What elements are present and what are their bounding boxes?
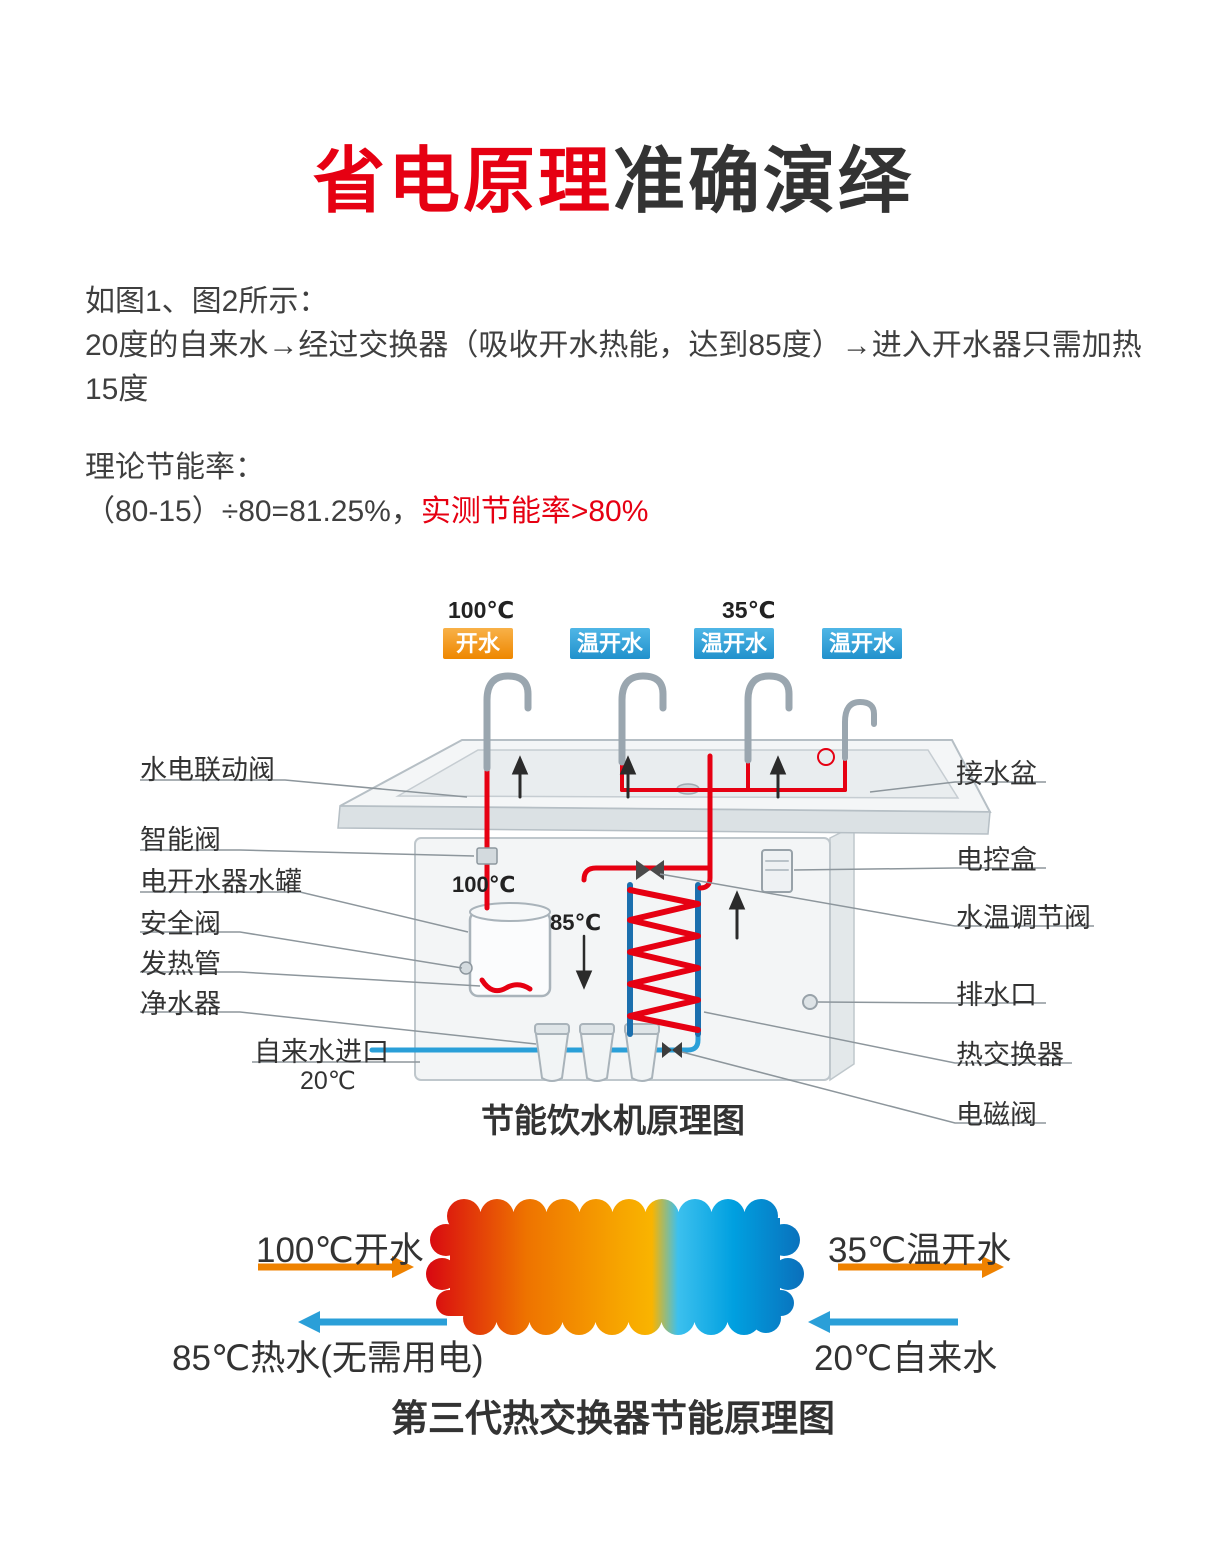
exchanger-hot-out-label: 85℃热水(无需用电): [172, 1339, 484, 1378]
label-water-filter: 净水器: [140, 989, 221, 1019]
cold-water-pipe: [369, 1031, 701, 1053]
faucet-warm-3: [842, 698, 877, 761]
rate-line: （80-15）÷80=81.25%，实测节能率>80%: [85, 490, 1153, 534]
label-smart-valve: 智能阀: [140, 825, 221, 855]
rate-measured: 实测节能率>80%: [420, 495, 649, 528]
swirl-mark: [817, 748, 835, 766]
label-temp-adjust-valve: 水温调节阀: [956, 903, 1091, 933]
cabinet-body: [414, 837, 831, 1081]
title-rest: 准确演绎: [613, 142, 914, 222]
label-control-box: 电控盒: [956, 845, 1037, 875]
label-heat-exchanger: 热交换器: [956, 1040, 1064, 1070]
exchanger-body: [426, 1199, 804, 1335]
tap-badge-warm-2: 温开水: [694, 628, 774, 659]
exchanger-figure: [258, 1199, 1004, 1335]
tap-badge-boiling: 开水: [443, 628, 513, 659]
rate-formula: （80-15）÷80=81.25%，: [85, 495, 421, 528]
leader-lines: [140, 779, 1094, 1124]
label-linkage-valve: 水电联动阀: [140, 755, 275, 785]
flow-arrows: [511, 755, 787, 990]
drip-tray-inner: [395, 749, 960, 799]
faucet-boiling: [483, 672, 532, 772]
exchanger-hot-in-label: 100℃开水: [256, 1231, 424, 1270]
machine-figure: [337, 672, 992, 1082]
water-filters: [534, 1023, 660, 1082]
inlet-temp-label: 20℃: [300, 1067, 356, 1095]
hot-out-arrow: [298, 1311, 447, 1333]
exchanged-temp-label: 85℃: [550, 910, 602, 935]
tap-badge-warm-1: 温开水: [570, 628, 650, 659]
faucets: [483, 672, 877, 772]
temperature-adjust-valve: [636, 860, 664, 880]
rate-label: 理论节能率：: [85, 451, 265, 484]
warm-water-pipe-top: [581, 865, 713, 883]
intro-process-line: 20度的自来水→经过交换器（吸收开水热能，达到85度）→进入开水器只需加热15度: [85, 329, 1142, 406]
heating-element: [479, 977, 533, 994]
label-drain-port: 排水口: [956, 980, 1037, 1010]
machine-caption: 节能饮水机原理图: [481, 1102, 745, 1139]
label-heating-element: 发热管: [140, 949, 221, 979]
exchanger-cold-in-label: 20℃自来水: [814, 1339, 998, 1378]
label-boiler-tank: 电开水器水罐: [140, 867, 302, 897]
hot-in-arrow: [258, 1256, 414, 1278]
tap-badge-warm-3: 温开水: [822, 628, 902, 659]
intro-figures-line: 如图1、图2所示：: [85, 285, 329, 318]
label-tap-water-inlet: 自来水进口: [254, 1037, 389, 1067]
warm-out-arrow: [838, 1256, 1004, 1278]
page-title: 省电原理准确演绎: [0, 122, 1226, 227]
boiler-tank: [459, 902, 552, 998]
boiling-temp-label: 100℃: [448, 597, 515, 623]
exchanger-caption: 第三代热交换器节能原理图: [391, 1398, 835, 1439]
smart-valve: [476, 847, 498, 865]
drip-tray-front: [337, 805, 991, 835]
label-drip-tray: 接水盆: [956, 759, 1037, 789]
label-safety-valve: 安全阀: [140, 909, 221, 939]
faucet-warm-1: [618, 672, 667, 766]
solenoid-valve: [662, 1042, 682, 1058]
exchanger-warm-out-label: 35℃温开水: [828, 1231, 1012, 1270]
title-highlight: 省电原理: [312, 142, 613, 222]
faucet-warm-2: [744, 672, 793, 764]
label-solenoid-valve: 电磁阀: [956, 1100, 1037, 1130]
tank-temp-label: 100℃: [452, 872, 516, 897]
drain-port: [802, 994, 818, 1010]
warm-temp-label: 35℃: [722, 597, 776, 623]
control-box: [761, 849, 793, 893]
warm-water-riser: [697, 753, 713, 891]
heat-exchanger-coil: [627, 882, 701, 1037]
intro-text: 如图1、图2所示： 20度的自来水→经过交换器（吸收开水热能，达到85度）→进入…: [85, 280, 1153, 534]
cold-in-arrow: [808, 1311, 958, 1333]
